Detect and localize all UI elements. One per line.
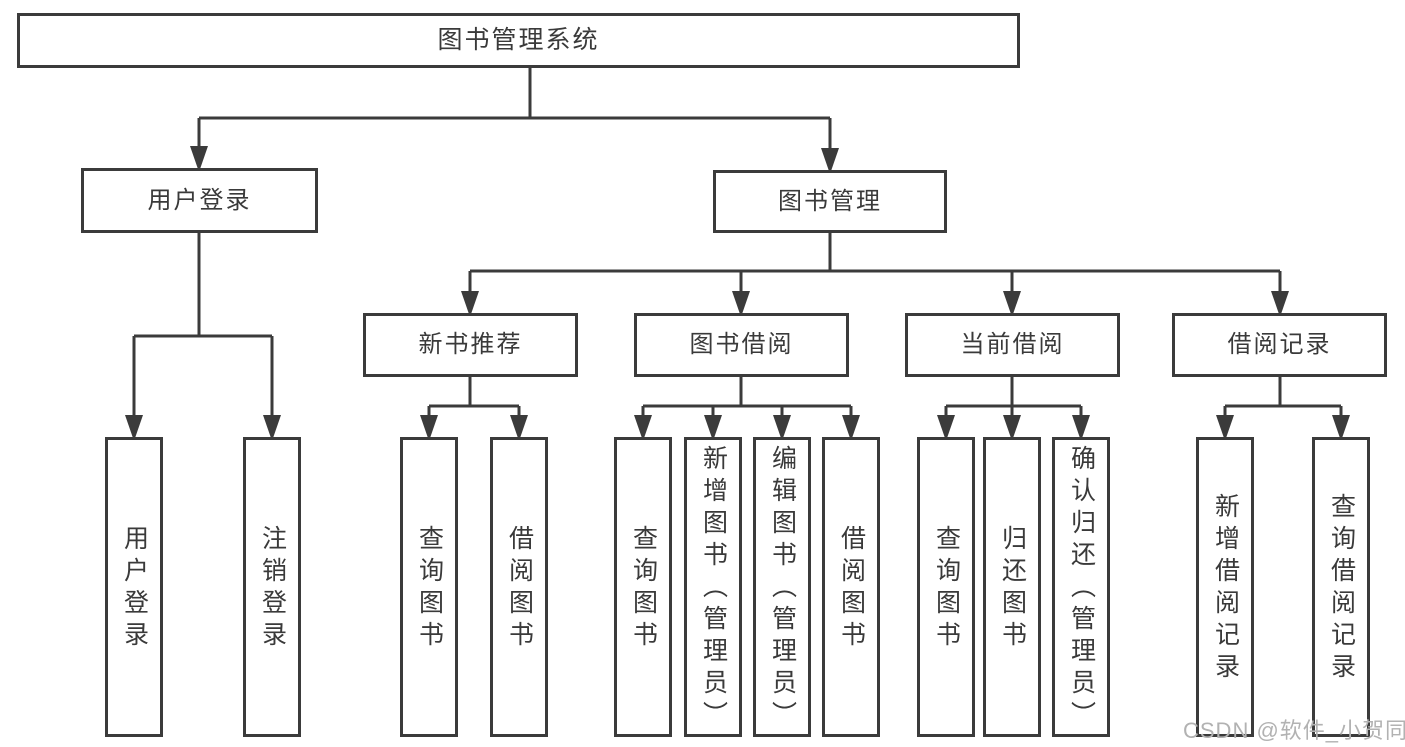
leaf-user-login: 用户登录 bbox=[105, 437, 163, 737]
arrowhead bbox=[937, 415, 955, 441]
arrowhead bbox=[773, 415, 791, 441]
leaf-current-query-books: 查询图书 bbox=[917, 437, 975, 737]
node-borrow-records: 借阅记录 bbox=[1172, 313, 1387, 377]
arrowhead bbox=[704, 415, 722, 441]
node-book-borrowing: 图书借阅 bbox=[634, 313, 849, 377]
leaf-records-add-borrow-record: 新增借阅记录 bbox=[1196, 437, 1254, 737]
arrowhead bbox=[190, 146, 208, 172]
leaf-current-return-books: 归还图书 bbox=[983, 437, 1041, 737]
arrowhead bbox=[510, 415, 528, 441]
arrowhead bbox=[1003, 415, 1021, 441]
connector-user-login bbox=[132, 233, 274, 421]
arrowhead bbox=[1072, 415, 1090, 441]
arrowhead bbox=[263, 415, 281, 441]
connector-root bbox=[197, 68, 832, 154]
leaf-borrowing-add-books-admin: 新增图书（管理员） bbox=[684, 437, 742, 737]
arrowhead bbox=[732, 291, 750, 317]
arrowhead bbox=[420, 415, 438, 441]
csdn-watermark: CSDN @软件_小贺同学 bbox=[1183, 718, 1405, 743]
connector-book-management bbox=[468, 233, 1282, 297]
connector-book-borrowing bbox=[641, 377, 853, 421]
leaf-borrowing-edit-books-admin: 编辑图书（管理员） bbox=[753, 437, 811, 737]
leaf-recommend-borrow-books: 借阅图书 bbox=[490, 437, 548, 737]
arrowhead bbox=[842, 415, 860, 441]
node-book-management: 图书管理 bbox=[713, 170, 947, 233]
arrowhead bbox=[125, 415, 143, 441]
arrowhead bbox=[821, 148, 839, 174]
arrowhead bbox=[1271, 291, 1289, 317]
leaf-borrowing-borrow-books: 借阅图书 bbox=[822, 437, 880, 737]
leaf-logout: 注销登录 bbox=[243, 437, 301, 737]
arrowhead bbox=[1216, 415, 1234, 441]
arrowhead bbox=[634, 415, 652, 441]
node-current-borrowing: 当前借阅 bbox=[905, 313, 1120, 377]
node-new-book-recommend: 新书推荐 bbox=[363, 313, 578, 377]
leaf-records-query-borrow-record: 查询借阅记录 bbox=[1312, 437, 1370, 737]
arrowhead bbox=[461, 291, 479, 317]
node-root-system: 图书管理系统 bbox=[17, 13, 1020, 68]
connector-new-book-recommend bbox=[427, 377, 521, 421]
leaf-recommend-query-books: 查询图书 bbox=[400, 437, 458, 737]
node-user-login: 用户登录 bbox=[81, 168, 318, 233]
leaf-borrowing-query-books: 查询图书 bbox=[614, 437, 672, 737]
arrowhead bbox=[1332, 415, 1350, 441]
arrowhead bbox=[1003, 291, 1021, 317]
connector-borrow-records bbox=[1223, 377, 1343, 421]
leaf-current-confirm-return-admin: 确认归还（管理员） bbox=[1052, 437, 1110, 737]
connector-current-borrowing bbox=[944, 377, 1083, 421]
